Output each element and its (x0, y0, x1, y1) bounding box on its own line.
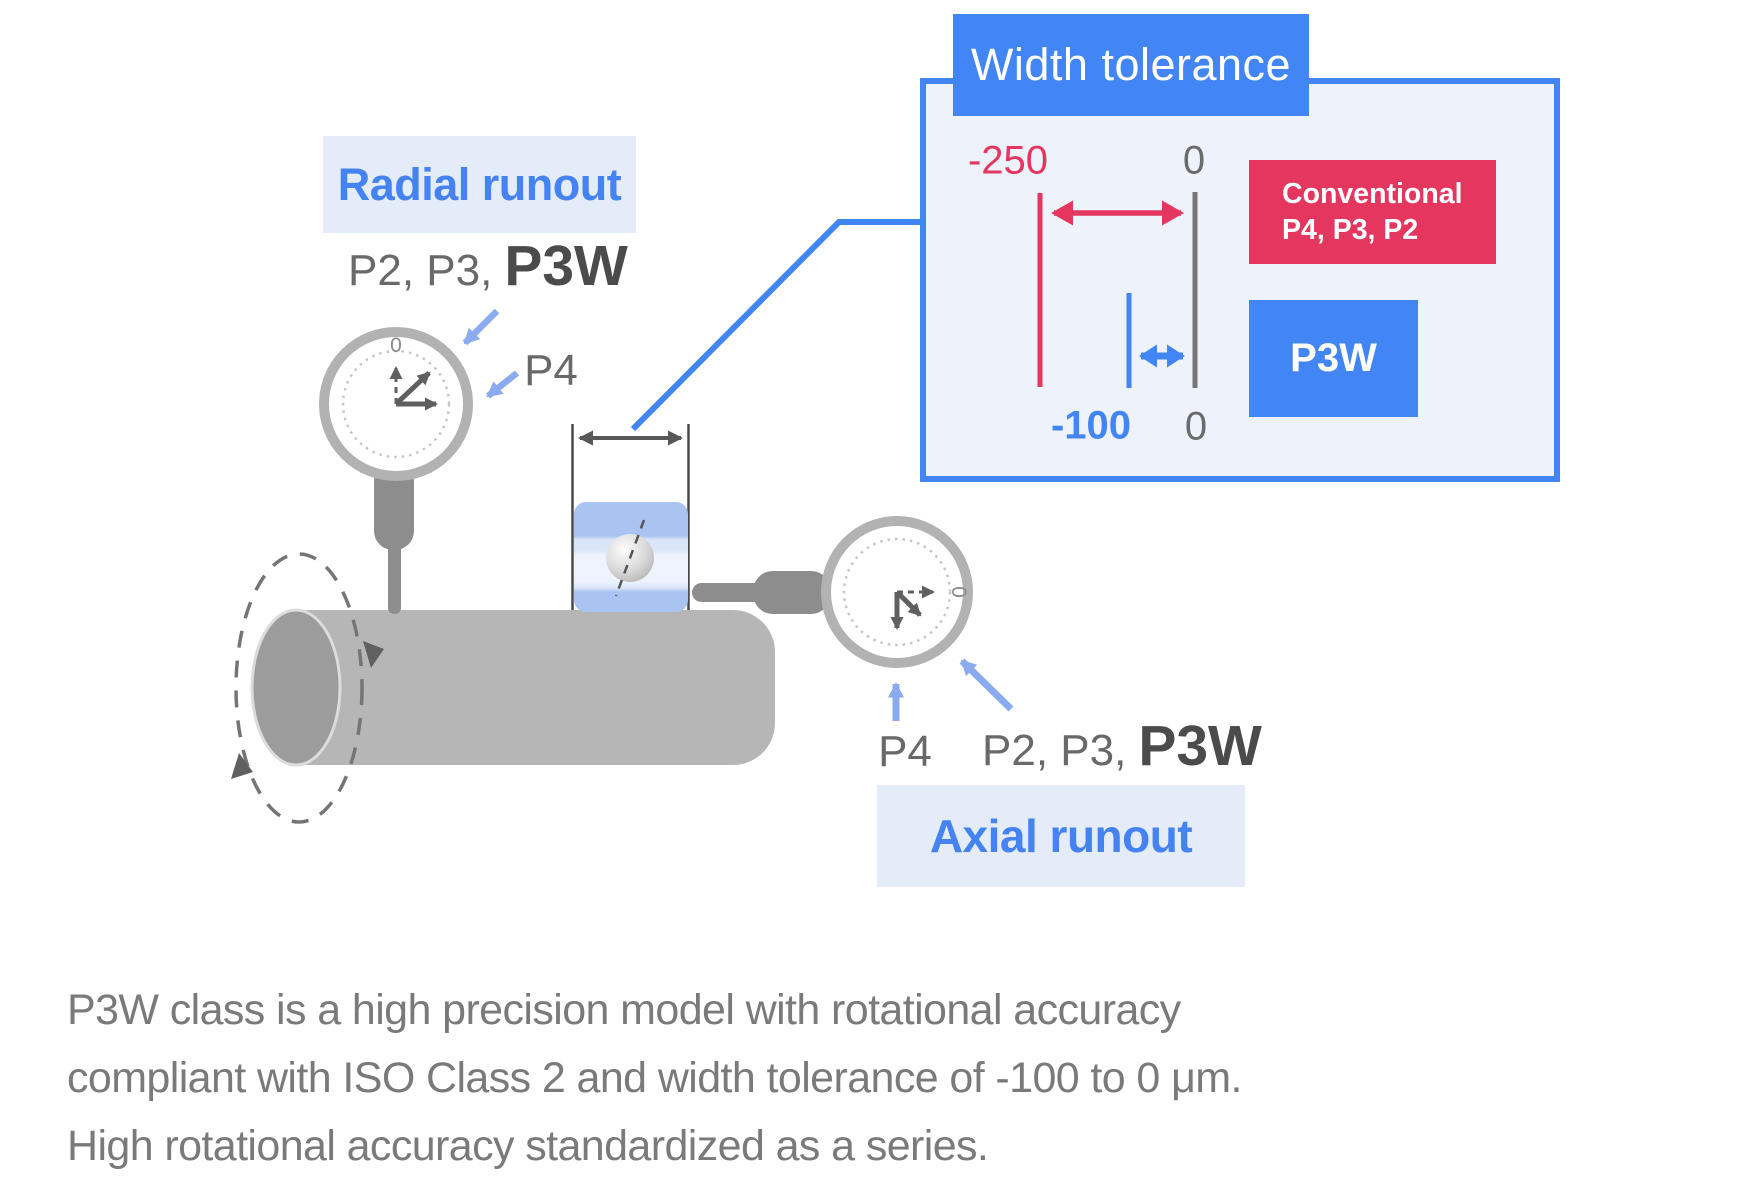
panel-connector-line (630, 219, 921, 432)
bearing-ball (606, 534, 654, 582)
radial-gauge-stem (374, 462, 414, 550)
axial-gauge-stem (753, 571, 831, 614)
radial-p4-arrow (485, 370, 520, 399)
rotation-ellipse (234, 552, 364, 824)
axial-runout-title: Axial runout (929, 810, 1193, 862)
conventional-max-value: 0 (1182, 138, 1206, 183)
shaft-body (296, 610, 775, 765)
axial-dial-needle-se (895, 590, 922, 617)
radial-gauge-probe (388, 538, 401, 614)
p3w-legend-badge: P3W (1249, 300, 1418, 417)
bearing-ball-axis (614, 519, 646, 597)
radial-grade-labels: P2, P3, P3W (348, 233, 628, 299)
axial-dial-zero: 0 (947, 586, 970, 598)
axial-grade-p3w: P3W (1138, 714, 1262, 778)
axial-grades-standard: P2, P3, (982, 726, 1127, 775)
p3w-max-value: 0 (1184, 404, 1208, 449)
axial-gauge-probe (692, 583, 764, 602)
axial-dial-scale (842, 537, 952, 647)
radial-classes-arrow (462, 308, 500, 346)
radial-dial-scale (341, 349, 451, 459)
conventional-legend-line2: P4, P3, P2 (1282, 214, 1419, 246)
conventional-legend-badge: Conventional P4, P3, P2 (1249, 160, 1496, 264)
width-tolerance-header: Width tolerance (953, 14, 1309, 116)
radial-grades-standard: P2, P3, (348, 246, 493, 295)
radial-grade-p4: P4 (524, 346, 578, 395)
radial-runout-label: Radial runout (323, 136, 636, 233)
description-paragraph: P3W class is a high precision model with… (67, 976, 1447, 1180)
radial-dial-ring (319, 327, 473, 481)
axial-classes-arrow (959, 658, 1014, 712)
bearing-body (574, 502, 688, 612)
rotation-arrowhead-right (363, 641, 384, 668)
p3w-min-value: -100 (1050, 403, 1132, 448)
conventional-legend-line1: Conventional (1282, 178, 1463, 210)
shaft-end-face (250, 608, 342, 767)
axial-grade-p4: P4 (878, 727, 932, 776)
radial-dial-zero: 0 (390, 334, 402, 357)
description-line-3: High rotational accuracy standardized as… (67, 1122, 989, 1170)
rotation-arrowhead-left (231, 753, 253, 779)
axial-grade-labels: P2, P3, P3W (982, 713, 1262, 779)
description-line-2: compliant with ISO Class 2 and width tol… (67, 1054, 1242, 1102)
axial-dial-ring (821, 516, 973, 668)
description-line-1: P3W class is a high precision model with… (67, 986, 1181, 1034)
p3w-legend-text: P3W (1290, 336, 1377, 380)
axial-runout-label: Axial runout (877, 785, 1245, 887)
radial-runout-title: Radial runout (337, 158, 622, 210)
radial-grade-p3w: P3W (504, 234, 628, 298)
width-tolerance-title: Width tolerance (970, 39, 1292, 90)
radial-dial-needle-ne (394, 371, 431, 406)
conventional-min-value: -250 (967, 138, 1049, 183)
